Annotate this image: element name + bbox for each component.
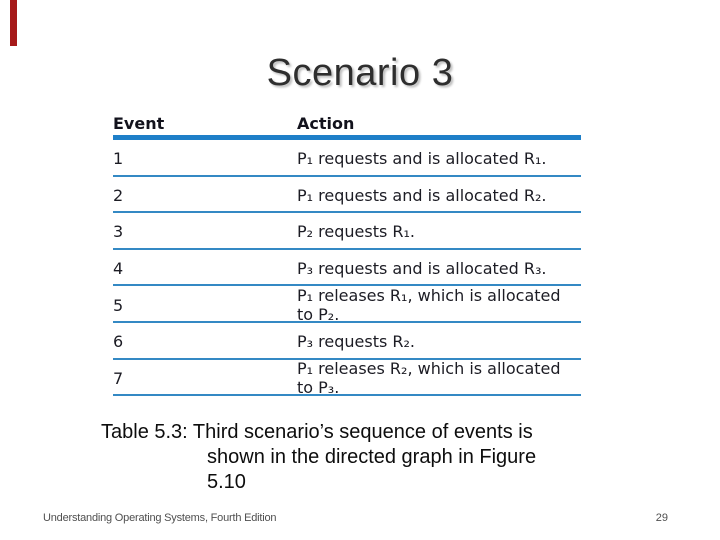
action-text: P₃ requests R₂. — [297, 332, 416, 352]
caption-line: shown in the directed graph in Figure — [207, 446, 537, 468]
column-header-action: Action — [297, 114, 355, 133]
table-row: 3 P₂ requests R₁. — [113, 213, 581, 250]
event-number: 7 — [113, 368, 124, 388]
action-text: P₂ requests R₁. — [297, 222, 416, 242]
caption-line: Table 5.3: Third scenario’s sequence of … — [101, 421, 533, 443]
slide-title: Scenario 3 — [266, 52, 454, 94]
action-text: P₁ requests and is allocated R₂. — [297, 185, 547, 205]
action-text: P₁ requests and is allocated R₁. — [297, 149, 547, 169]
table-row: 5 P₁ releases R₁, which is allocated to … — [113, 286, 581, 325]
footer-book-title: Understanding Operating Systems, Fourth … — [43, 512, 277, 524]
table-caption: Table 5.3: Third scenario’s sequence of … — [101, 420, 536, 495]
events-table: Event Action 1 P₁ requests and is alloca… — [113, 114, 581, 398]
column-header-event: Event — [113, 114, 165, 133]
table-row: 4 P₃ requests and is allocated R₃. — [113, 250, 581, 287]
table-row: 1 P₁ requests and is allocated R₁. — [113, 140, 581, 177]
action-text: P₁ releases R₁, which is allocated to P₂… — [297, 286, 561, 325]
caption-line: 5.10 — [207, 471, 246, 493]
event-number: 5 — [113, 295, 124, 315]
event-number: 3 — [113, 222, 124, 242]
red-accent-bar — [10, 0, 17, 46]
table-row: 7 P₁ releases R₂, which is allocated to … — [113, 359, 581, 398]
event-number: 6 — [113, 332, 124, 352]
event-number: 4 — [113, 259, 124, 279]
table-row: 2 P₁ requests and is allocated R₂. — [113, 177, 581, 214]
event-number: 1 — [113, 149, 124, 169]
table-header-row: Event Action — [113, 114, 581, 140]
event-number: 2 — [113, 185, 124, 205]
action-text: P₃ requests and is allocated R₃. — [297, 259, 547, 279]
action-text: P₁ releases R₂, which is allocated to P₃… — [297, 359, 561, 398]
table-row: 6 P₃ requests R₂. — [113, 323, 581, 360]
footer-page-number: 29 — [655, 512, 668, 524]
